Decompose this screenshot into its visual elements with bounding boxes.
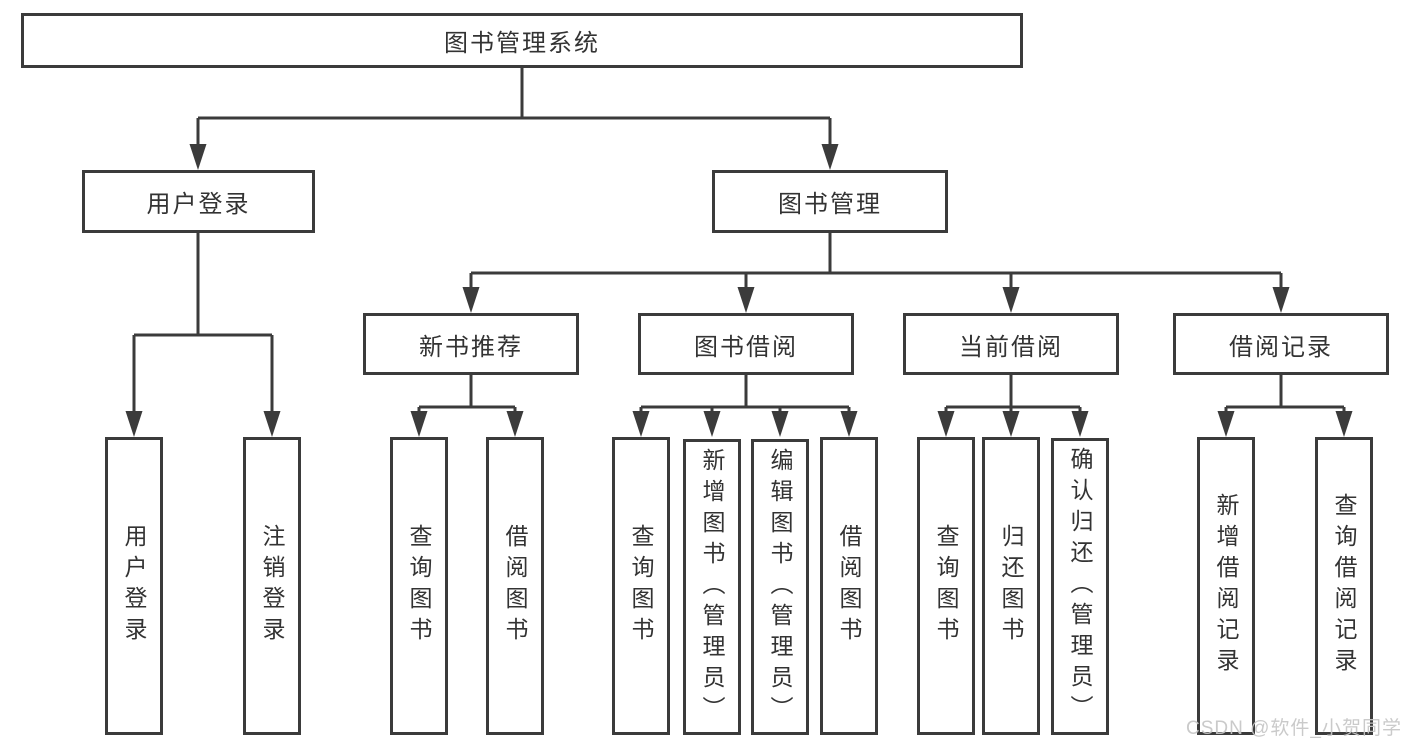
leaf-records-query-record: 查询借阅记录 <box>1315 437 1373 735</box>
leaf-current-confirm-return-admin: 确认归还（管理员） <box>1051 438 1109 735</box>
leaf-newbooks-query-books: 查询图书 <box>390 437 448 735</box>
leaf-borrow-borrow-books: 借阅图书 <box>820 437 878 735</box>
leaf-records-add-record: 新增借阅记录 <box>1197 437 1255 735</box>
leaf-newbooks-borrow-books: 借阅图书 <box>486 437 544 735</box>
node-book-management: 图书管理 <box>712 170 948 233</box>
node-current-borrow: 当前借阅 <box>903 313 1119 375</box>
leaf-borrow-add-books-admin: 新增图书（管理员） <box>683 439 741 735</box>
leaf-current-return-books: 归还图书 <box>982 437 1040 735</box>
node-library-system: 图书管理系统 <box>21 13 1023 68</box>
connector-root <box>196 68 832 150</box>
watermark-text: CSDN @软件_小贺同学 <box>1186 718 1402 739</box>
leaf-logout: 注销登录 <box>243 437 301 735</box>
arrowheads <box>125 144 1353 437</box>
connector-borrow-records <box>1224 375 1346 416</box>
node-borrow-records: 借阅记录 <box>1173 313 1389 375</box>
connector-book-borrow <box>639 375 851 416</box>
leaf-borrow-edit-books-admin: 编辑图书（管理员） <box>751 439 809 735</box>
node-user-login: 用户登录 <box>82 170 315 233</box>
connector-user-login <box>132 233 274 416</box>
leaf-borrow-query-books: 查询图书 <box>612 437 670 735</box>
connector-new-book <box>417 375 517 416</box>
connector-current-borrow <box>944 375 1082 416</box>
node-new-book-recommend: 新书推荐 <box>363 313 579 375</box>
node-book-borrow: 图书借阅 <box>638 313 854 375</box>
leaf-current-query-books: 查询图书 <box>917 437 975 735</box>
connector-book-management <box>469 233 1283 292</box>
leaf-user-login: 用户登录 <box>105 437 163 735</box>
